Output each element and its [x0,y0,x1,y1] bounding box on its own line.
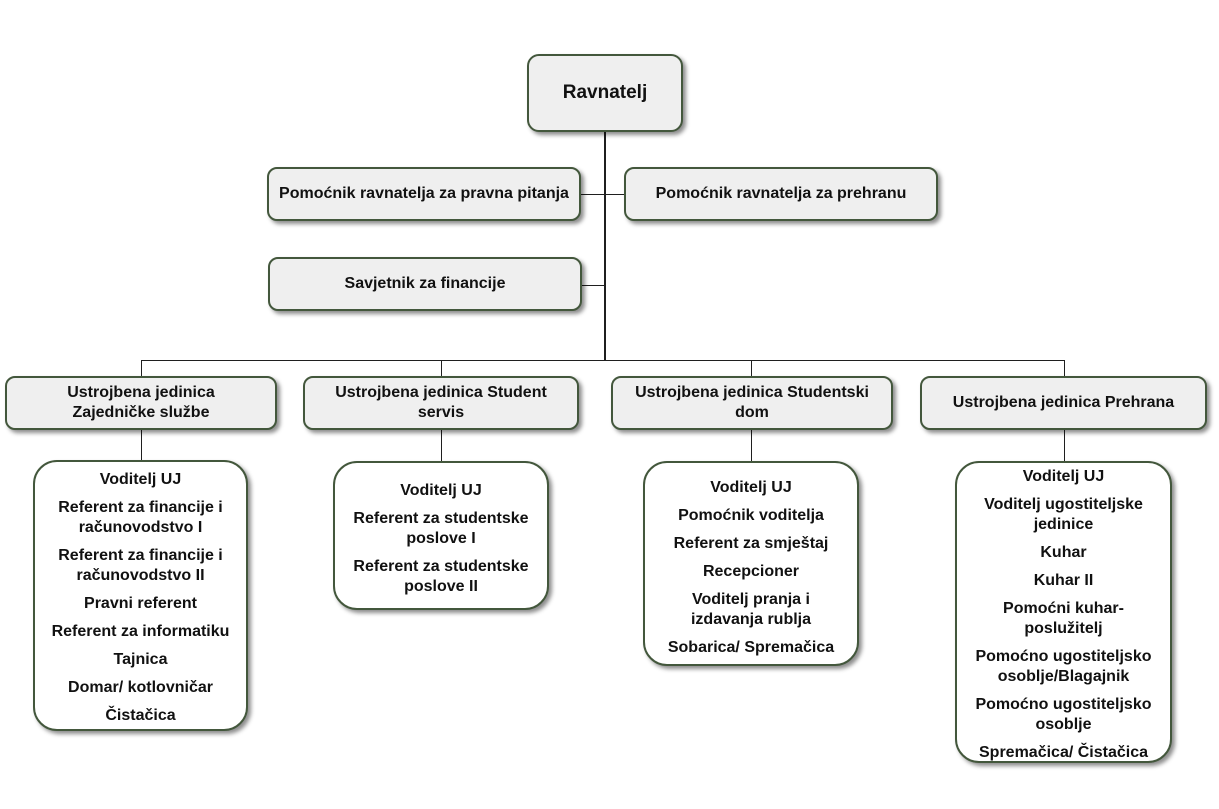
role-item: Voditelj UJ [99,471,182,488]
connector-finance-advisor [581,285,605,286]
unit-node-prehrana: Ustrojbena jedinica Prehrana [920,376,1207,430]
role-item: Referent za informatiku [51,623,230,640]
unit-node-zajednicke-sluzbe: Ustrojbena jedinica Zajedničke službe [5,376,277,430]
role-item: Sobarica/ Spremačica [667,639,835,656]
connector-unit-2-drop [441,360,442,378]
role-item: Tajnica [113,651,168,668]
role-item: Voditelj pranja i izdavanja rublja [690,591,812,628]
role-item: Pomoćno ugostiteljsko osoblje [975,696,1152,733]
role-item: Spremačica/ Čistačica [979,744,1148,761]
unit-node-studentski-dom: Ustrojbena jedinica Studentski dom [611,376,893,430]
role-item: Voditelj UJ [710,479,792,496]
connector-units-bar [141,360,1065,361]
connector-unit-2-roles [441,429,442,462]
role-item: Voditelj ugostiteljske jedinice [984,496,1143,533]
unit-roles-studentski-dom: Voditelj UJ Pomoćnik voditelja Referent … [643,461,859,666]
role-item: Recepcioner [702,563,800,580]
unit-roles-student-servis: Voditelj UJ Referent za studentske poslo… [333,461,549,610]
role-item: Referent za smještaj [673,535,829,552]
staff-node-finance-advisor: Savjetnik za financije [268,257,582,311]
role-item: Referent za studentske poslove II [353,558,529,595]
connector-unit-3-roles [751,429,752,462]
role-item: Kuhar [1040,544,1087,561]
unit-roles-zajednicke-sluzbe: Voditelj UJ Referent za financije i raču… [33,460,248,731]
connector-unit-1-roles [141,429,142,462]
role-item: Referent za financije i računovodstvo II [58,547,223,584]
connector-trunk [604,131,606,361]
role-item: Pravni referent [84,595,197,612]
staff-node-legal-assistant: Pomoćnik ravnatelja za pravna pitanja [267,167,581,221]
staff-node-food-assistant: Pomoćnik ravnatelja za prehranu [624,167,938,221]
connector-legal-assistant [580,194,605,195]
role-item: Čistačica [105,707,176,724]
role-item: Referent za financije i računovodstvo I [58,499,223,536]
role-item: Referent za studentske poslove I [353,510,529,547]
role-item: Pomoćnik voditelja [678,507,824,524]
connector-food-assistant [605,194,625,195]
connector-unit-3-drop [751,360,752,378]
role-item: Voditelj UJ [400,482,482,499]
role-item: Voditelj UJ [1022,468,1105,485]
unit-roles-prehrana: Voditelj UJ Voditelj ugostiteljske jedin… [955,461,1172,763]
role-item: Kuhar II [1033,572,1094,589]
unit-node-student-servis: Ustrojbena jedinica Student servis [303,376,579,430]
connector-unit-4-drop [1064,360,1065,377]
role-item: Pomoćni kuhar-poslužitelj [1003,600,1124,637]
connector-unit-1-drop [141,360,142,377]
role-item: Domar/ kotlovničar [68,679,213,696]
role-item: Pomoćno ugostiteljsko osoblje/Blagajnik [975,648,1152,685]
director-node: Ravnatelj [527,54,683,132]
connector-unit-4-roles [1064,429,1065,462]
